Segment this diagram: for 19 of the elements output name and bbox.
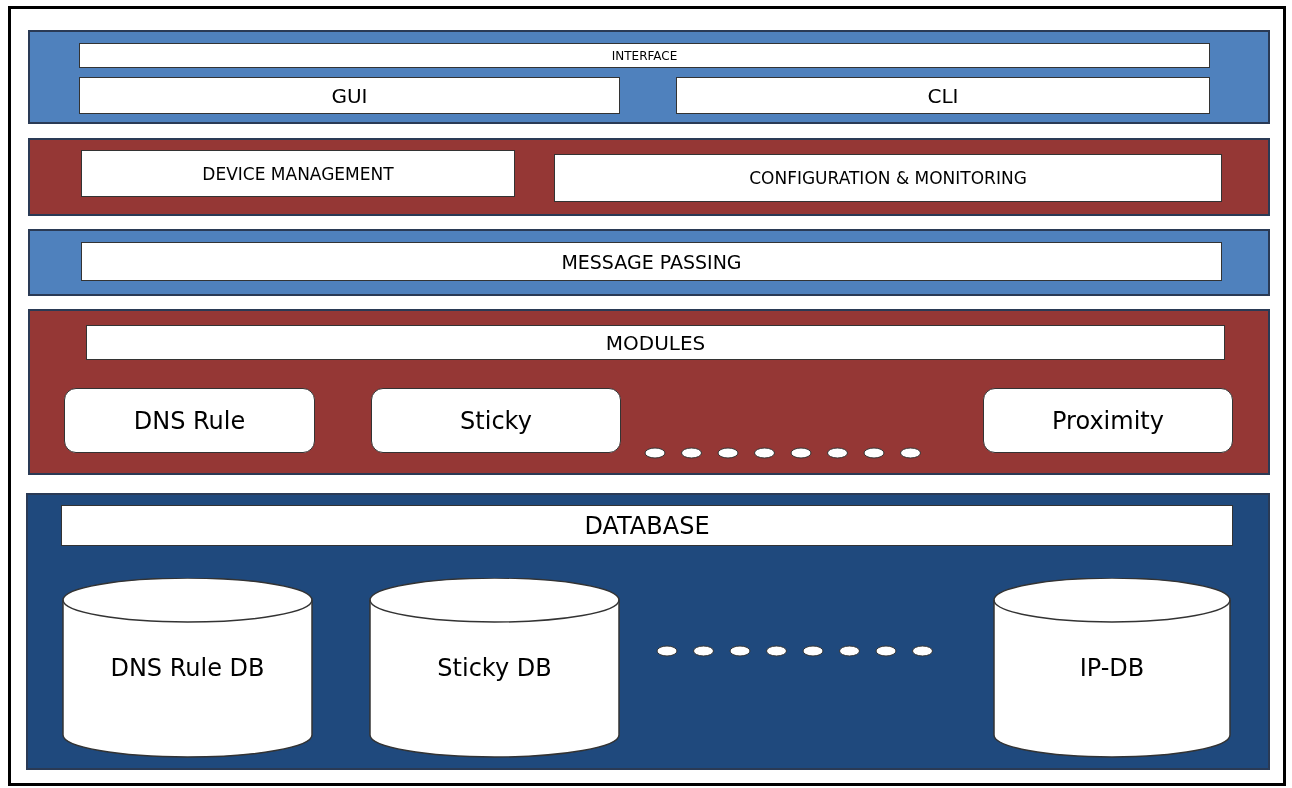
layer-band — [26, 493, 1270, 770]
module-box: Sticky — [371, 388, 621, 453]
layer-band — [28, 138, 1270, 216]
layer-band — [28, 229, 1270, 296]
database-cylinder: DNS Rule DB — [62, 578, 313, 758]
layer-band — [28, 309, 1270, 475]
database-cylinder: IP-DB — [993, 578, 1231, 758]
database-cylinder: Sticky DB — [369, 578, 620, 758]
label-bar: MESSAGE PASSING — [81, 242, 1222, 281]
label-bar: DATABASE — [61, 505, 1233, 546]
label-bar: DEVICE MANAGEMENT — [81, 150, 515, 197]
label-bar: MODULES — [86, 325, 1225, 360]
layer-band — [28, 30, 1270, 124]
label-bar: CLI — [676, 77, 1210, 114]
module-box: DNS Rule — [64, 388, 315, 453]
label-bar: INTERFACE — [79, 43, 1210, 68]
module-box: Proximity — [983, 388, 1233, 453]
label-bar: GUI — [79, 77, 620, 114]
label-bar: CONFIGURATION & MONITORING — [554, 154, 1222, 202]
